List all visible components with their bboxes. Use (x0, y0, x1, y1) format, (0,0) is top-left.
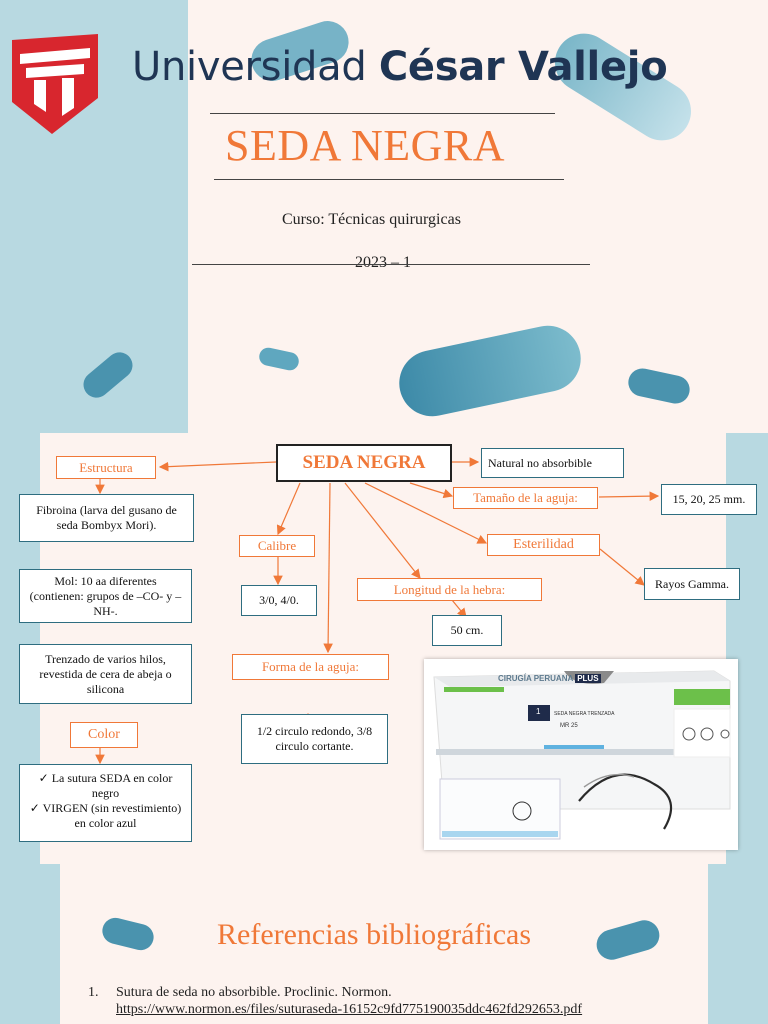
right-side-panel-3 (708, 864, 768, 1024)
esterilidad-label: Esterilidad (487, 534, 600, 556)
course-label: Curso: Técnicas quirurgicas (282, 211, 461, 228)
product-count: 1 (536, 707, 541, 716)
title-divider-bottom (214, 179, 564, 180)
color-label: Color (70, 722, 138, 748)
check-icon: ✓ (38, 771, 49, 785)
color-list: ✓ La sutura SEDA en color negro ✓ VIRGEN… (19, 764, 192, 842)
university-name: Universidad César Vallejo (132, 44, 668, 90)
reference-item: 1. Sutura de seda no absorbible. Proclini… (88, 985, 582, 1019)
concept-center-box: SEDA NEGRA (276, 444, 452, 482)
product-name: SEDA NEGRA TRENZADA (554, 711, 615, 717)
longitud-value-box: 50 cm. (432, 615, 502, 646)
reference-link[interactable]: https://www.normon.es/files/suturaseda-1… (116, 1001, 583, 1017)
product-photo: CIRUGÍA PERUANA PLUS SEDA NEGRA TRENZADA… (424, 659, 738, 850)
calibre-label: Calibre (239, 535, 315, 557)
title-divider-top (210, 113, 555, 114)
esterilidad-value-box: Rayos Gamma. (644, 568, 740, 600)
references-title: Referencias bibliográficas (217, 918, 532, 951)
color-item: ✓ VIRGEN (sin revestimiento) en color az… (29, 801, 182, 830)
product-brand: CIRUGÍA PERUANA PLUS (498, 674, 601, 683)
check-icon: ✓ (29, 801, 40, 815)
fibroina-box: Fibroina (larva del gusano de seda Bomby… (19, 494, 194, 542)
period-label: 2023 – 1 (355, 254, 411, 271)
product-code: MR 25 (560, 723, 578, 729)
suture-package-image (433, 670, 731, 840)
longitud-label: Longitud de la hebra: (357, 578, 542, 601)
trenzado-box: Trenzado de varios hilos, revestida de c… (19, 644, 192, 704)
reference-text: Sutura de seda no absorbible. Proclinic.… (116, 985, 392, 1000)
left-side-panel-3 (0, 864, 60, 1024)
calibre-value-box: 3/0, 4/0. (241, 585, 317, 616)
period-underline (192, 264, 590, 265)
estructura-label: Estructura (56, 456, 156, 479)
reference-number: 1. (88, 985, 99, 1000)
forma-label: Forma de la aguja: (232, 654, 389, 680)
forma-value-box: 1/2 circulo redondo, 3/8 circulo cortant… (241, 714, 388, 764)
university-logo-icon (12, 34, 98, 134)
natural-box: Natural no absorbible (481, 448, 624, 478)
tamano-label: Tamaño de la aguja: (453, 487, 598, 509)
color-item: ✓ La sutura SEDA en color negro (38, 771, 173, 800)
page-title: SEDA NEGRA (225, 121, 506, 170)
mol-box: Mol: 10 aa diferentes (contienen: grupos… (19, 569, 192, 623)
tamano-value-box: 15, 20, 25 mm. (661, 484, 757, 515)
